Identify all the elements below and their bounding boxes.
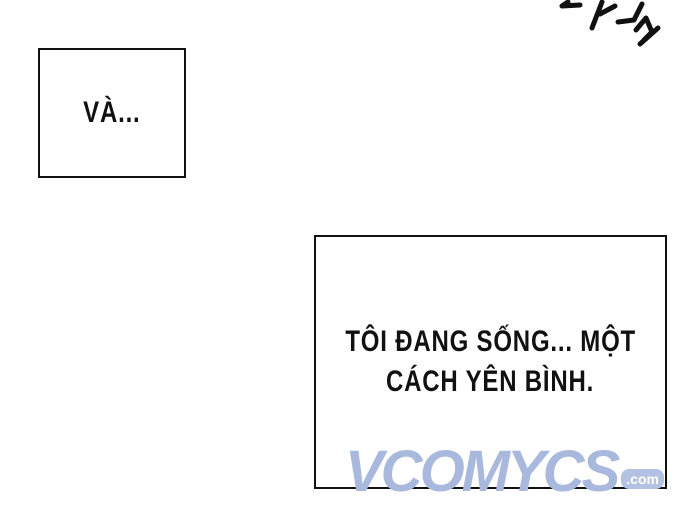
caption-box-first: VÀ...	[38, 48, 186, 178]
watermark-logo: VCOMYCS .com	[345, 440, 664, 504]
watermark-text: VCOMYCS	[345, 439, 620, 504]
sound-effect-scribble-icon	[559, 0, 661, 47]
watermark-suffix: .com	[621, 469, 664, 489]
caption-box-second: TÔI ĐANG SỐNG... MỘT CÁCH YÊN BÌNH.	[314, 235, 667, 489]
caption-text-line2: CÁCH YÊN BÌNH.	[386, 365, 595, 398]
caption-text: VÀ...	[83, 96, 141, 129]
caption-text-line1: TÔI ĐANG SỐNG... MỘT	[345, 325, 636, 358]
